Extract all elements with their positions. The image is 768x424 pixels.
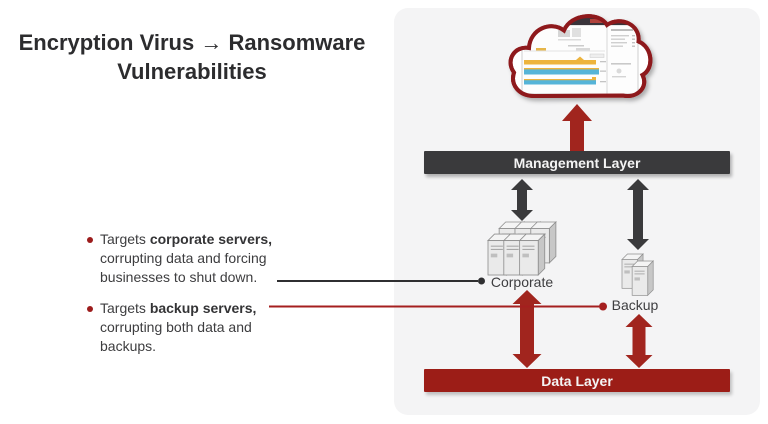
management-layer-label: Management Layer <box>513 154 641 171</box>
bullet-icon <box>87 237 93 243</box>
slide-title-line1: Encryption Virus → Ransomware <box>18 30 366 55</box>
data-layer-label: Data Layer <box>541 372 613 389</box>
bullet-line: Targets backup servers, <box>100 300 257 316</box>
bullet-line: Targets corporate servers, <box>100 231 272 247</box>
bullet-line: businesses to shut down. <box>100 269 258 285</box>
bullet-item-corporate: Targets corporate servers, corrupting da… <box>87 230 285 287</box>
bullet-line: corrupting data and forcing <box>100 250 267 266</box>
bullet-line: backups. <box>100 338 157 354</box>
data-layer-bar: Data Layer <box>424 369 730 392</box>
bullet-text-corporate: Targets corporate servers, corrupting da… <box>100 230 285 287</box>
slide-title: Encryption Virus → Ransomware Vulnerabil… <box>0 28 384 86</box>
bullet-line: corrupting both data and <box>100 319 252 335</box>
management-layer-bar: Management Layer <box>424 151 730 174</box>
backup-node-label: Backup <box>611 297 659 313</box>
bullet-item-backup: Targets backup servers, corrupting both … <box>87 299 285 356</box>
bullet-icon <box>87 306 93 312</box>
bullet-text-backup: Targets backup servers, corrupting both … <box>100 299 285 356</box>
slide-title-line2: Vulnerabilities <box>117 59 267 84</box>
diagram-panel <box>394 8 760 415</box>
corporate-node-label: Corporate <box>490 274 554 290</box>
